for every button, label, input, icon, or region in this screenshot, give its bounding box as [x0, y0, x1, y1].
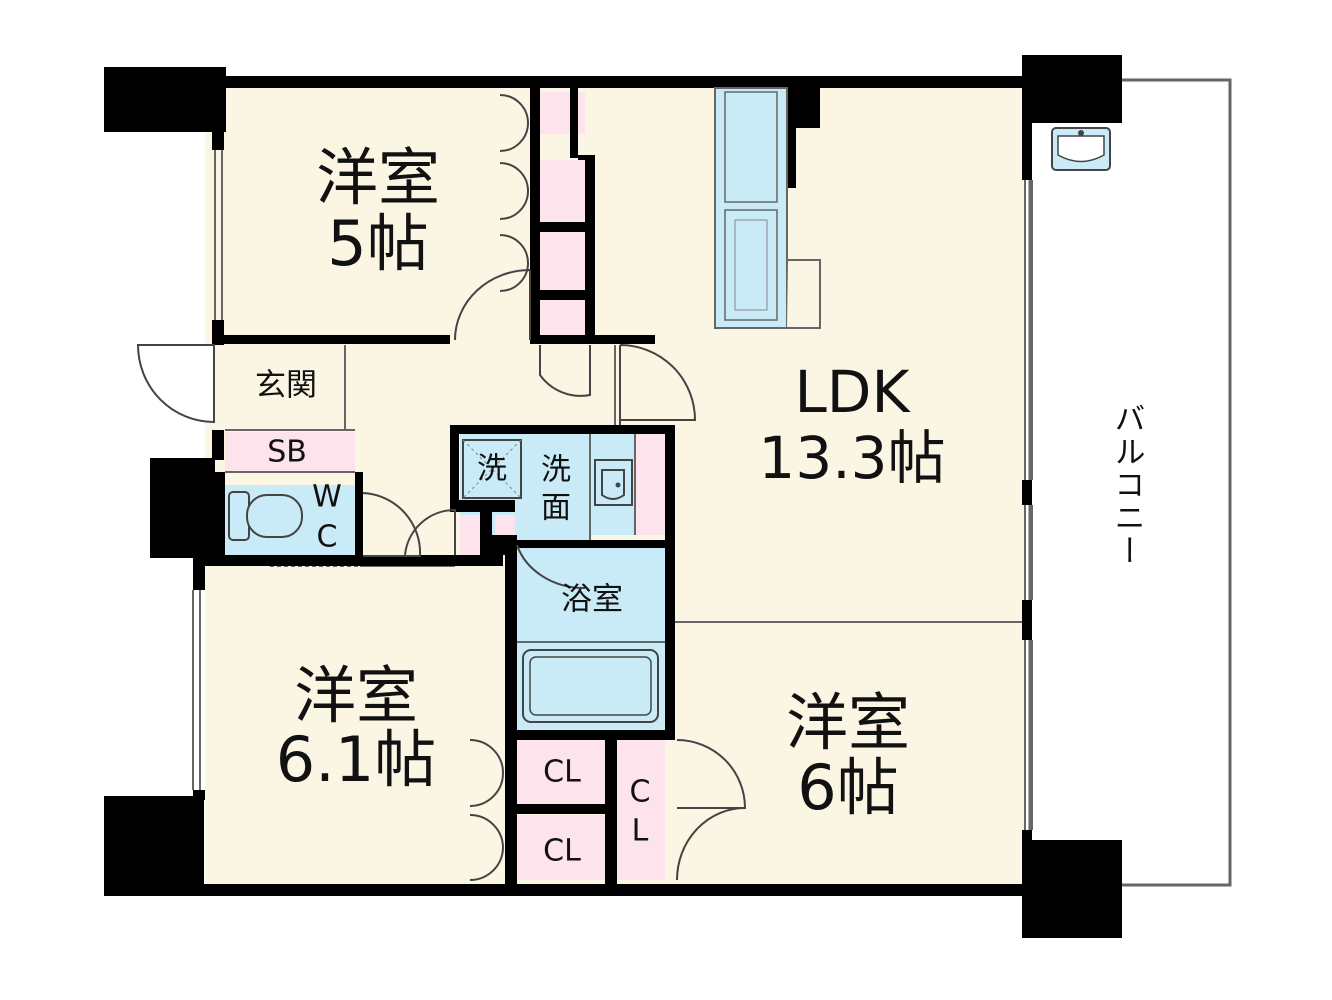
closet-3-label-2: L — [632, 814, 649, 849]
toilet-label-2: C — [317, 520, 338, 555]
washroom-label-2: 面 — [541, 491, 571, 526]
western-6-name: 洋室 — [786, 686, 910, 759]
washbasin-fixture — [594, 459, 633, 506]
laundry-label: 洗 — [477, 452, 507, 487]
laundry-pan — [462, 439, 522, 499]
western-5-name: 洋室 — [316, 141, 440, 214]
western-5-size: 5帖 — [327, 207, 428, 280]
toilet-fixture — [228, 491, 303, 541]
bathtub-fixture — [522, 649, 659, 723]
balcony-label: バルコニー — [1109, 403, 1145, 568]
balcony-area — [1028, 78, 1232, 887]
shoe-box-label: SB — [267, 435, 307, 470]
balcony-sink — [1051, 127, 1111, 171]
entrance-label: 玄関 — [255, 368, 317, 404]
bathroom-label: 浴室 — [561, 582, 623, 618]
ldk-name: LDK — [794, 358, 911, 426]
closet-1-label: CL — [543, 755, 581, 790]
western-6-size: 6帖 — [797, 751, 898, 824]
room-labels: 洋室 5帖 LDK 13.3帖 洋室 6.1帖 洋室 6帖 玄関 SB W C … — [255, 141, 1145, 868]
kitchen-counter — [714, 87, 821, 329]
washroom-label-1: 洗 — [541, 453, 571, 488]
ldk-size: 13.3帖 — [758, 424, 945, 492]
western-61-name: 洋室 — [294, 659, 418, 732]
closet-3-label-1: C — [630, 775, 651, 810]
closet-2-label: CL — [543, 834, 581, 869]
western-61-size: 6.1帖 — [276, 723, 437, 796]
doors — [136, 94, 747, 881]
walls — [104, 55, 1122, 938]
toilet-label-1: W — [312, 480, 342, 515]
